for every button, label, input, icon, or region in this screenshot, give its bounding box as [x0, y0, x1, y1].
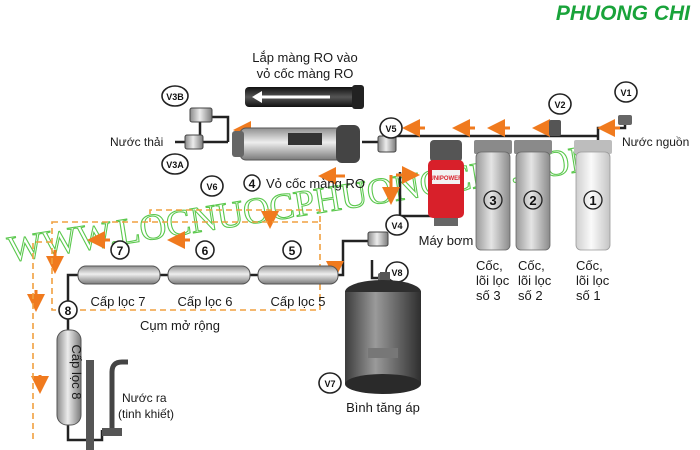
- valve-v2-label: V2: [554, 100, 565, 110]
- filter-cup-1: [574, 140, 612, 251]
- cup-3-number-badge: [483, 190, 503, 210]
- stage-7-number: 7: [117, 244, 124, 258]
- pressure-tank: [345, 272, 421, 394]
- stage-6-filter: [167, 265, 251, 285]
- cup-2-label-line3: số 2: [518, 288, 543, 303]
- stage-6-number-badge: [195, 240, 215, 260]
- stage-8-number: 8: [65, 304, 72, 318]
- cup-2-number-badge: [523, 190, 543, 210]
- valve-v8-label: V8: [391, 268, 402, 278]
- valve-v6-label: V6: [206, 182, 217, 192]
- pump-brand: UNIPOWER: [430, 176, 464, 182]
- stage-6-number: 6: [202, 244, 209, 258]
- valve-v5-label: V5: [385, 124, 396, 134]
- ro-note-line1: Lắp màng RO vào: [252, 50, 358, 65]
- valve-v3a-label: V3A: [166, 160, 184, 170]
- source-water-label: Nước nguồn: [622, 135, 689, 149]
- stage-8-filter: [56, 329, 82, 426]
- stage-8-number-badge: [58, 300, 78, 320]
- stage-7-label: Cấp lọc 7: [91, 294, 146, 309]
- cup-2-number: 2: [529, 193, 536, 208]
- expansion-connector-top: [149, 209, 321, 222]
- valve-v3b-body: [189, 107, 213, 123]
- ro-housing-label: Vỏ cốc màng RO: [266, 176, 365, 191]
- valve-v1-label: V1: [620, 88, 631, 98]
- valve-v3b-label: V3B: [166, 92, 184, 102]
- stage-7-number-badge: [110, 240, 130, 260]
- expansion-connector-left: [32, 241, 52, 442]
- stage-7-filter: [77, 265, 161, 285]
- valve-v2-body: [549, 120, 561, 136]
- cup-3-label-line3: số 3: [476, 288, 501, 303]
- stage-5-number-badge: [282, 240, 302, 260]
- stage-5-number: 5: [289, 244, 296, 258]
- cup-2-label-line1: Cốc,: [518, 258, 545, 273]
- valve-v1-tap: [618, 115, 632, 125]
- cup-1-label-line3: số 1: [576, 288, 601, 303]
- cup-1-number: 1: [589, 193, 596, 208]
- valve-v4-body: [367, 231, 389, 247]
- stage-5-filter: [257, 265, 339, 285]
- stage-8-label: Cấp lọc 8: [69, 345, 84, 400]
- ro-membrane: [245, 85, 364, 109]
- stage-5-label: Cấp lọc 5: [271, 294, 326, 309]
- cup-1-label-line2: lõi lọc: [576, 273, 610, 288]
- brand-logo: PHUONG CHI: [556, 2, 691, 25]
- expansion-group-label: Cụm mở rộng: [140, 318, 220, 333]
- ro-housing: [232, 125, 360, 163]
- pump-label: Máy bơm: [419, 233, 474, 248]
- filter-cup-3: [474, 140, 512, 251]
- valve-v4-label: V4: [391, 221, 402, 231]
- cup-2-label-line2: lõi lọc: [518, 273, 552, 288]
- ro-note-line2: vỏ cốc màng RO: [257, 66, 354, 81]
- flow-arrows: [27, 119, 620, 394]
- faucet: [86, 359, 128, 450]
- outlet-label-line2: (tinh khiết): [118, 407, 174, 421]
- tank-label: Bình tăng áp: [346, 400, 420, 415]
- ro-housing-number: 4: [249, 177, 256, 191]
- cup-1-label-line1: Cốc,: [576, 258, 603, 273]
- cup-1-number-badge: [583, 190, 603, 210]
- pump: [428, 140, 464, 226]
- cup-3-number: 3: [489, 193, 496, 208]
- stage-6-label: Cấp lọc 6: [178, 294, 233, 309]
- valve-callouts: [161, 81, 638, 394]
- cup-3-label-line2: lõi lọc: [476, 273, 510, 288]
- outlet-label-line1: Nước ra: [122, 391, 167, 405]
- filter-cup-2: [514, 140, 552, 251]
- waste-water-label: Nước thải: [110, 135, 163, 149]
- ro-housing-number-badge: [243, 174, 261, 192]
- valve-v7-label: V7: [324, 379, 335, 389]
- cup-3-label-line1: Cốc,: [476, 258, 503, 273]
- valve-v3a-body: [184, 134, 204, 150]
